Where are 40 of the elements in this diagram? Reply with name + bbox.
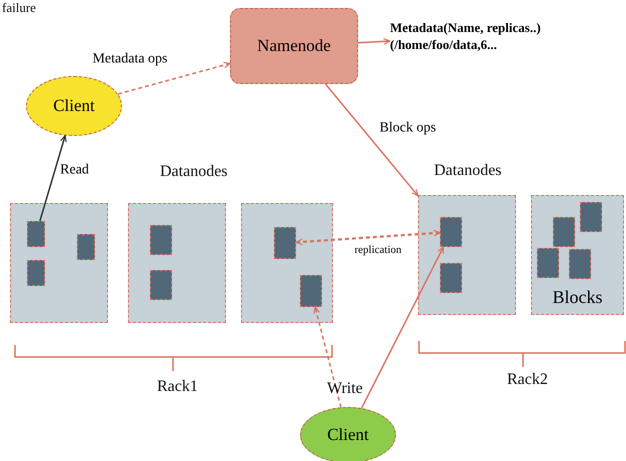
node-label: Blocks — [552, 287, 602, 308]
datanode-box — [531, 195, 624, 315]
block-rect — [569, 249, 591, 279]
node-label: Client — [327, 425, 369, 445]
metadata-text: Metadata(Name, replicas..) (/home/foo/data,6... — [390, 20, 542, 54]
datanode-box — [128, 203, 226, 323]
arrow — [358, 38, 391, 45]
block-rect — [27, 260, 45, 286]
block-rect — [537, 248, 559, 278]
text-label: Datanodes — [434, 162, 502, 180]
edge-label: Block ops — [378, 120, 437, 136]
datanode-box — [418, 195, 516, 315]
block-rect — [274, 227, 296, 259]
node-label: Client — [53, 96, 95, 116]
block-rect — [580, 202, 602, 232]
datanode-box — [10, 203, 108, 323]
arrow — [295, 230, 441, 246]
block-rect — [440, 217, 462, 247]
arrow — [313, 306, 342, 408]
arrow — [360, 246, 444, 409]
block-rect — [440, 263, 462, 293]
block-rect — [150, 270, 172, 300]
datanode-box — [241, 203, 333, 323]
block-rect — [300, 275, 322, 307]
text-label: failure — [2, 1, 36, 16]
edge-label: Metadata ops — [91, 51, 168, 66]
block-rect — [150, 225, 172, 255]
arrow — [118, 62, 231, 95]
node-label: Namenode — [257, 36, 331, 56]
arrow — [324, 84, 419, 196]
block-rect — [27, 221, 45, 247]
namenode-box — [230, 8, 358, 84]
block-rect — [77, 234, 95, 260]
edge-label: replication — [353, 243, 403, 256]
text-label: Datanodes — [160, 163, 228, 181]
text-label: Write — [327, 380, 363, 398]
block-rect — [553, 217, 575, 247]
text-label: Rack2 — [507, 371, 548, 389]
arrow — [39, 134, 67, 222]
text-label: Rack1 — [157, 378, 198, 396]
